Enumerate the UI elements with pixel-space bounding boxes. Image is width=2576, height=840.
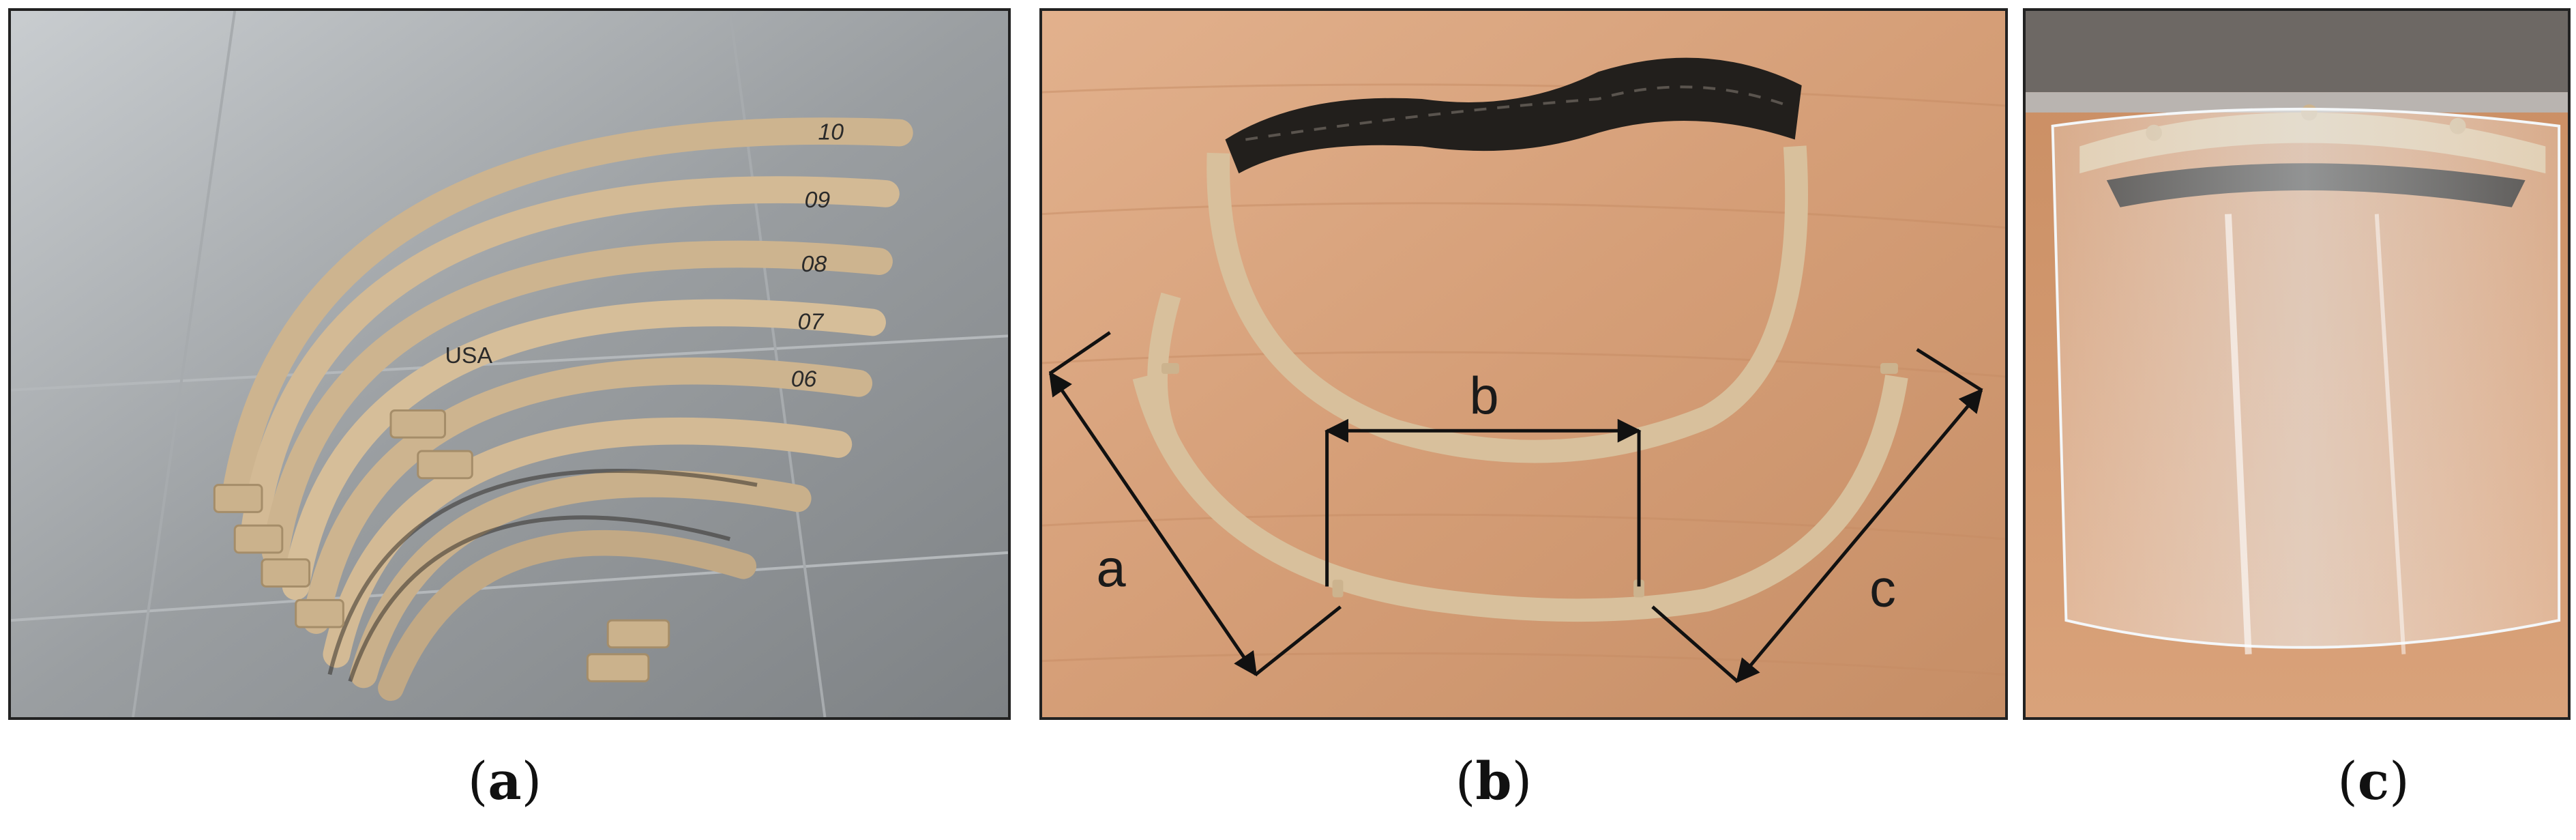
caption-c: (c) — [2337, 751, 2410, 811]
band-number-09: 09 — [805, 187, 831, 213]
band-number-10: 10 — [818, 119, 844, 145]
assembled-face-shield-photo — [2026, 11, 2568, 717]
band-number-08: 08 — [801, 251, 827, 277]
photo-panel-b: a b c — [1039, 8, 2008, 720]
dimension-label-c: c — [1869, 560, 1896, 618]
band-number-07: 07 — [798, 308, 825, 334]
caption-b: (b) — [1455, 751, 1533, 811]
dimension-label-a: a — [1097, 540, 1127, 598]
dimension-label-b: b — [1469, 367, 1498, 426]
caption-a: (a) — [467, 751, 542, 811]
headband-dimensions-photo: a b c — [1042, 11, 2005, 717]
photo-panel-c — [2023, 8, 2571, 720]
stacked-headbands-photo: 10 09 08 07 06 USA — [11, 11, 1008, 717]
band-number-06: 06 — [791, 366, 817, 392]
photo-panel-a: 10 09 08 07 06 USA — [8, 8, 1011, 720]
band-imprint: USA — [445, 343, 493, 368]
